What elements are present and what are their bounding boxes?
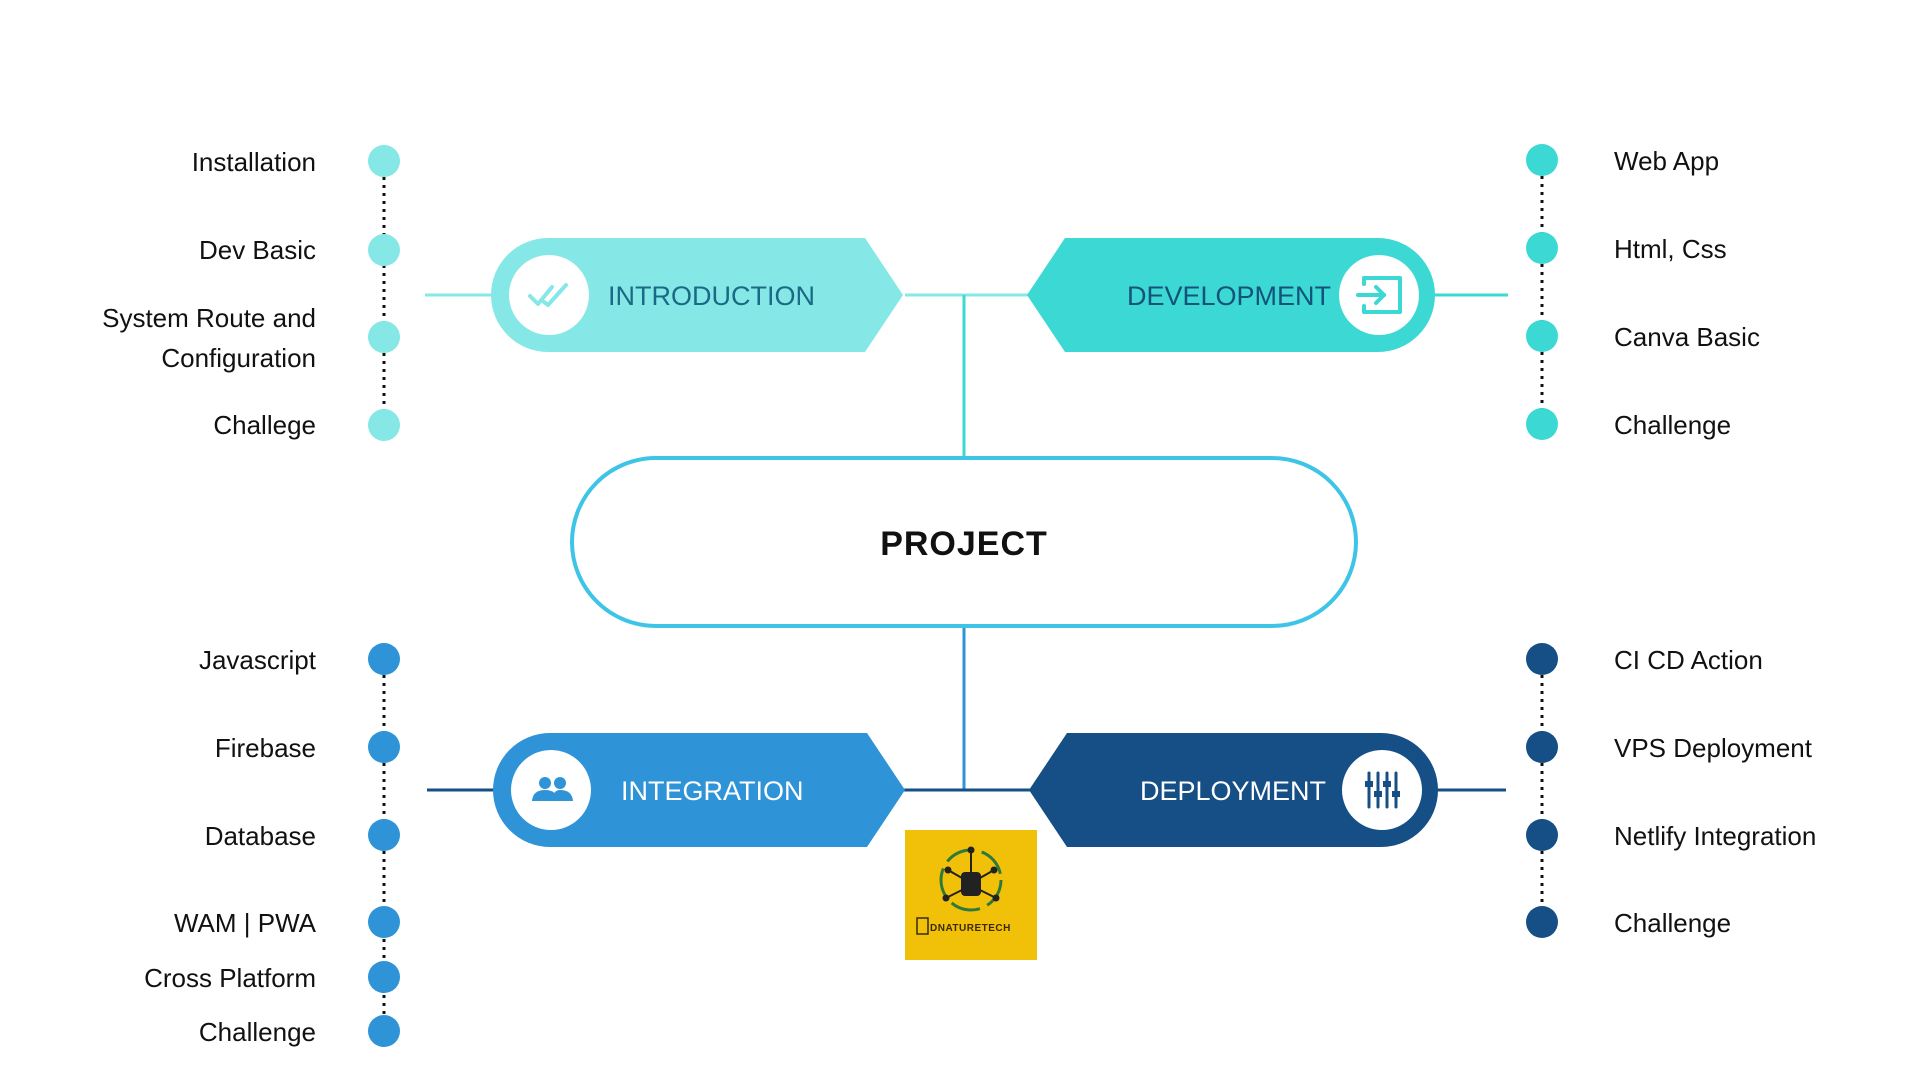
development-pill-shape [1027, 238, 1435, 352]
project-title: PROJECT [880, 525, 1048, 563]
deployment-label: DEPLOYMENT [1140, 776, 1326, 806]
timeline-dot [1526, 643, 1558, 675]
integration-item-challenge[interactable]: Challenge [199, 1017, 316, 1047]
timeline-dot [368, 731, 400, 763]
deploy-item-ci-cd-action[interactable]: CI CD Action [1614, 645, 1763, 675]
intro-item-system-route-line1[interactable]: System Route and [102, 303, 316, 333]
timeline-dot [1526, 232, 1558, 264]
timeline-dot [368, 906, 400, 938]
development-label: DEVELOPMENT [1127, 281, 1331, 311]
intro-item-system-route-line2[interactable]: Configuration [161, 343, 316, 373]
intro-item-challenge[interactable]: Challege [213, 410, 316, 440]
intro-item-dev-basic[interactable]: Dev Basic [199, 235, 316, 265]
timeline-dot [1526, 906, 1558, 938]
connector-lines [425, 293, 1508, 792]
people-icon [532, 777, 573, 801]
dev-item-challenge[interactable]: Challenge [1614, 410, 1731, 440]
dev-item-html-css[interactable]: Html, Css [1614, 234, 1727, 264]
deployment-icon-circle [1342, 750, 1422, 830]
integration-icon-circle [511, 750, 591, 830]
double-check-icon [528, 283, 568, 307]
logo-text: DNATURETECH [930, 923, 1011, 934]
deploy-item-netlify-integration[interactable]: Netlify Integration [1614, 821, 1816, 851]
timeline-dot [368, 819, 400, 851]
deployment-pill[interactable]: DEPLOYMENT [1029, 733, 1438, 847]
deployment-items: CI CD Action VPS Deployment Netlify Inte… [1526, 643, 1816, 938]
timeline-dot [1526, 731, 1558, 763]
project-center[interactable]: PROJECT [570, 456, 1358, 628]
dev-item-canva-basic[interactable]: Canva Basic [1614, 322, 1760, 352]
timeline-dot [368, 1015, 400, 1047]
dnaturetech-logo: DNATURETECH [905, 830, 1037, 960]
timeline-dot [368, 321, 400, 353]
timeline-dot [368, 145, 400, 177]
integration-items: Javascript Firebase Database WAM | PWA C… [144, 643, 400, 1047]
development-items: Web App Html, Css Canva Basic Challenge [1526, 144, 1760, 440]
enter-icon [1356, 276, 1402, 314]
timeline-dot [368, 234, 400, 266]
integration-pill-shape [493, 733, 905, 847]
intro-item-installation[interactable]: Installation [192, 147, 316, 177]
introduction-items: Installation Dev Basic System Route and … [102, 145, 400, 441]
introduction-label: INTRODUCTION [608, 281, 815, 311]
dev-item-web-app[interactable]: Web App [1614, 146, 1719, 176]
deploy-item-challenge[interactable]: Challenge [1614, 908, 1731, 938]
sliders-icon [1365, 771, 1400, 809]
introduction-pill[interactable]: INTRODUCTION [491, 238, 903, 352]
logo-mark [916, 917, 929, 935]
integration-pill[interactable]: INTEGRATION [493, 733, 905, 847]
integration-label: INTEGRATION [621, 776, 804, 806]
introduction-icon-circle [509, 255, 589, 335]
timeline-dot [1526, 408, 1558, 440]
deploy-item-vps-deployment[interactable]: VPS Deployment [1614, 733, 1813, 763]
project-center-shape [570, 456, 1358, 628]
integration-item-cross-platform[interactable]: Cross Platform [144, 963, 316, 993]
timeline-dot [368, 409, 400, 441]
introduction-pill-shape [491, 238, 903, 352]
deployment-pill-shape [1029, 733, 1438, 847]
integration-item-javascript[interactable]: Javascript [199, 645, 317, 675]
timeline-dot [1526, 320, 1558, 352]
circuit-logo-icon [939, 846, 1003, 912]
timeline-dot [368, 961, 400, 993]
integration-item-wam-pwa[interactable]: WAM | PWA [174, 908, 317, 938]
integration-item-database[interactable]: Database [205, 821, 316, 851]
development-pill[interactable]: DEVELOPMENT [1027, 238, 1435, 352]
integration-item-firebase[interactable]: Firebase [215, 733, 316, 763]
timeline-dot [1526, 144, 1558, 176]
timeline-dot [368, 643, 400, 675]
timeline-dot [1526, 819, 1558, 851]
